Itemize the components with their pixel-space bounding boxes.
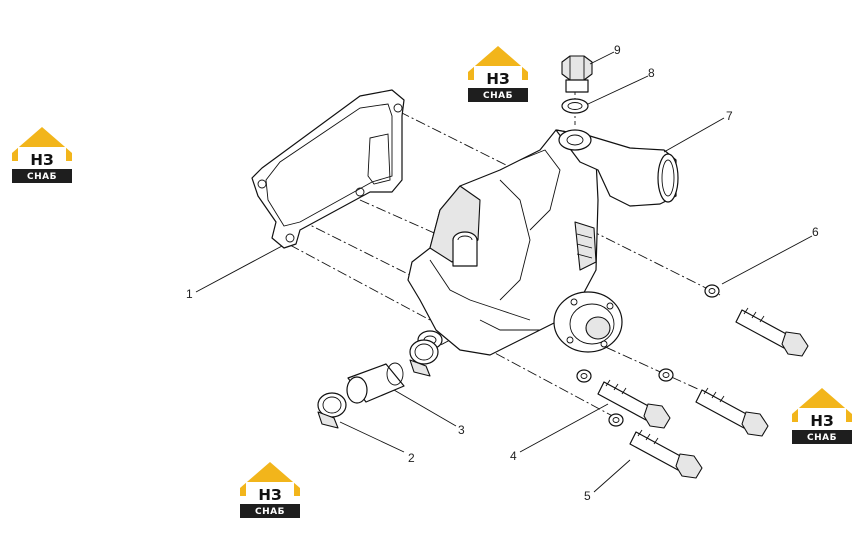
callout-6: 6 bbox=[812, 225, 819, 239]
hex-bolt-part bbox=[629, 429, 703, 479]
plug-bolt-part bbox=[561, 55, 593, 93]
logo-watermark-left: НЗ СНАБ bbox=[12, 127, 72, 183]
logo-text-primary: НЗ bbox=[258, 486, 281, 504]
logo-text-secondary: СНАБ bbox=[483, 91, 513, 101]
logo-text-secondary: СНАБ bbox=[807, 433, 837, 443]
callout-5: 5 bbox=[584, 489, 591, 503]
sealing-washer-part bbox=[561, 98, 589, 114]
washer-part bbox=[704, 284, 720, 298]
hex-bolt-part bbox=[695, 387, 769, 437]
hose-clamp-part bbox=[317, 392, 347, 429]
callout-7: 7 bbox=[726, 109, 733, 123]
gasket-part bbox=[251, 89, 405, 249]
callout-3: 3 bbox=[458, 423, 465, 437]
hex-bolt-part bbox=[597, 379, 671, 429]
washer-part bbox=[658, 368, 674, 382]
logo-watermark-bottom: НЗ СНАБ bbox=[240, 462, 300, 518]
washer-part bbox=[608, 413, 624, 427]
logo-text-secondary: СНАБ bbox=[255, 507, 285, 517]
logo-text-primary: НЗ bbox=[486, 70, 509, 88]
water-pump-housing bbox=[407, 129, 599, 356]
logo-watermark-right: НЗ СНАБ bbox=[792, 388, 852, 444]
leader-lines bbox=[195, 51, 813, 493]
outlet-elbow-part bbox=[555, 129, 679, 207]
hose-sleeve-part bbox=[346, 362, 405, 404]
callout-9: 9 bbox=[614, 43, 621, 57]
callout-1: 1 bbox=[186, 287, 193, 301]
logo-text-primary: НЗ bbox=[810, 412, 833, 430]
washer-part bbox=[576, 369, 592, 383]
hose-clamp-part bbox=[409, 339, 439, 377]
alignment-lines bbox=[289, 85, 721, 421]
callout-8: 8 bbox=[648, 66, 655, 80]
logo-text-secondary: СНАБ bbox=[27, 172, 57, 182]
callout-4: 4 bbox=[510, 449, 517, 463]
logo-watermark-top: НЗ СНАБ bbox=[468, 46, 528, 102]
pump-hub-flange bbox=[553, 291, 623, 353]
hex-bolt-part bbox=[735, 307, 809, 357]
callout-2: 2 bbox=[408, 451, 415, 465]
logo-text-primary: НЗ bbox=[30, 151, 53, 169]
callout-labels: 1 2 3 4 5 6 7 8 9 bbox=[186, 43, 819, 503]
